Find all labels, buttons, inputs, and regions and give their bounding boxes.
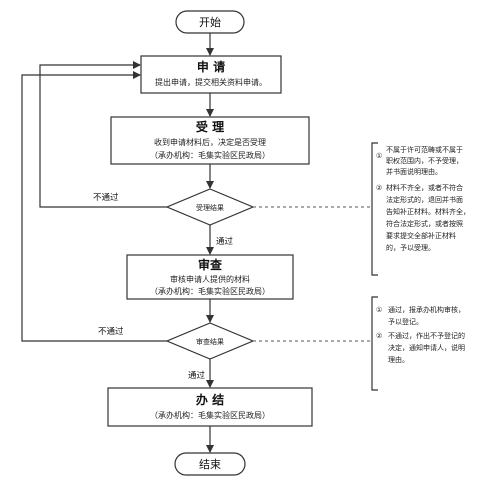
accept-desc: 收到申请材料后，决定是否受理	[154, 137, 266, 147]
note1-bracket	[371, 142, 378, 276]
decision1-label: 受理结果	[196, 203, 224, 212]
finish-step: 办 结 （承办机构：毛集实验区民政局）	[107, 387, 313, 427]
start-node: 开始	[175, 10, 245, 34]
apply-desc: 提出申请，提交相关资料申请。	[155, 77, 267, 87]
note1-item2-line: 符合法定形式，或者按照	[386, 219, 463, 228]
end-node: 结束	[174, 452, 246, 476]
start-label: 开始	[199, 15, 221, 29]
edge-decision2-fail	[21, 71, 167, 342]
note1-item1-line: 职权范围内，不予受理，	[386, 156, 463, 165]
review-desc: 审核申请人提供的材料	[170, 274, 250, 284]
note1-item1-line: 并书面说明理由。	[386, 167, 442, 176]
note2: ① 通过，报承办机构审核， 予以登记。 ② 不通过，作出不予登记的 决定，通知申…	[371, 296, 465, 391]
decision2-fail-label: 不通过	[98, 326, 124, 337]
note2-item2-num: ②	[376, 332, 382, 340]
accept-step: 受 理 收到申请材料后，决定是否受理 （承办机构：毛集实验区民政局）	[110, 116, 310, 165]
note2-item2-line: 理由。	[388, 355, 409, 364]
decision2-pass-label: 通过	[188, 370, 206, 381]
note2-item2-line: 不通过，作出不予登记的	[388, 331, 465, 340]
accept-org: （承办机构：毛集实验区民政局）	[150, 150, 270, 160]
review-title: 审查	[198, 257, 223, 272]
decision1-fail-label: 不通过	[93, 192, 119, 203]
note1-item2-line: 法定形式的，退回并书面	[386, 195, 463, 204]
decision2-label: 审查结果	[196, 337, 224, 346]
note1-item2-line: 的，予以受理。	[386, 243, 435, 252]
review-org: （承办机构：毛集实验区民政局）	[150, 286, 270, 296]
note2-item1-num: ①	[376, 306, 382, 314]
review-step: 审查 审核申请人提供的材料 （承办机构：毛集实验区民政局）	[126, 254, 294, 300]
note1-item2-line: 告知补正材料。材料齐全，	[386, 207, 470, 216]
apply-step: 申 请 提出申请，提交相关资料申请。	[140, 55, 282, 94]
note2-item1-line: 通过，报承办机构审核，	[388, 305, 465, 314]
note2-item2-line: 决定，通知申请人，说明	[388, 343, 465, 352]
note1-item2-line: 要求提交全部补正材料	[386, 231, 456, 240]
note1: ① 不属于许可范畴或不属于 职权范围内，不予受理， 并书面说明理由。 ② 材料不…	[371, 142, 470, 276]
edge-decision1-fail	[39, 61, 167, 208]
finish-org: （承办机构：毛集实验区民政局）	[150, 410, 270, 420]
note2-item1-line: 予以登记。	[388, 317, 423, 326]
note1-item2-num: ②	[376, 184, 382, 192]
note2-bracket	[371, 296, 378, 391]
decision2-node: 审查结果	[165, 322, 255, 360]
finish-title: 办 结	[196, 392, 224, 407]
note1-item2-line: 材料不齐全，或者不符合	[386, 183, 463, 192]
apply-title: 申 请	[197, 59, 225, 74]
accept-title: 受 理	[196, 119, 224, 134]
note1-item1-num: ①	[376, 152, 382, 160]
decision1-node: 受理结果	[165, 188, 255, 226]
decision1-pass-label: 通过	[216, 236, 234, 247]
end-label: 结束	[199, 458, 221, 471]
note1-item1-line: 不属于许可范畴或不属于	[386, 145, 463, 154]
